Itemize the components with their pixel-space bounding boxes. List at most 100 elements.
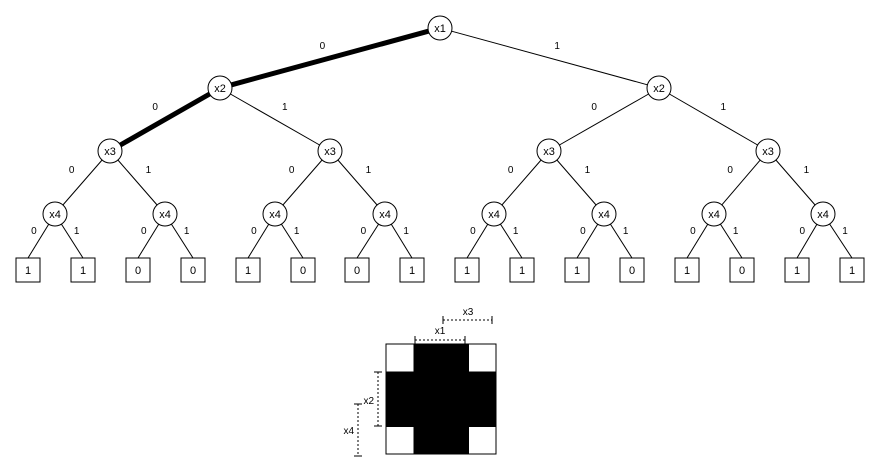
node-label: x4 xyxy=(488,209,500,221)
leaf-box xyxy=(70,257,96,283)
branch-label-0: 0 xyxy=(251,226,257,237)
leaf-edge xyxy=(686,223,709,259)
leaf-edge xyxy=(609,223,633,259)
leaf-value: 0 xyxy=(135,265,141,277)
tree-edge xyxy=(668,93,759,146)
branch-label-0: 0 xyxy=(361,226,367,237)
branch-label-1: 1 xyxy=(184,226,190,237)
leaf-box xyxy=(674,257,700,283)
tree-edge xyxy=(282,159,323,206)
leaf-value: 0 xyxy=(739,265,745,277)
node-label: x4 xyxy=(269,209,281,221)
variable-node-x4 xyxy=(262,201,288,227)
leaf-edge xyxy=(499,223,523,259)
branch-label-0: 0 xyxy=(727,165,733,176)
branch-label-0: 0 xyxy=(580,226,586,237)
node-label: x2 xyxy=(653,83,665,95)
map-cell-filled xyxy=(468,399,497,427)
variable-node-x4 xyxy=(42,201,68,227)
node-label: x4 xyxy=(598,209,610,221)
leaf-edge xyxy=(390,223,413,259)
map-cell-filled xyxy=(441,426,469,455)
branch-label-1: 1 xyxy=(282,102,288,113)
branch-label-0: 0 xyxy=(690,226,696,237)
variable-node-x3 xyxy=(536,138,562,164)
leaf-value: 1 xyxy=(245,265,251,277)
tree-edge xyxy=(117,159,158,206)
map-cell-filled xyxy=(413,344,442,372)
branch-label-0: 0 xyxy=(508,165,514,176)
leaf-edge xyxy=(576,223,599,259)
branch-label-0: 0 xyxy=(69,165,75,176)
leaf-value: 1 xyxy=(25,265,31,277)
branch-label-1: 1 xyxy=(294,226,300,237)
leaf-box xyxy=(235,257,261,283)
leaf-edge xyxy=(796,224,818,259)
tree-edge xyxy=(556,159,597,206)
node-label: x4 xyxy=(708,209,720,221)
leaf-box xyxy=(125,257,151,283)
branch-label-1: 1 xyxy=(554,41,560,52)
map-cell-filled xyxy=(441,344,469,372)
tree-edge xyxy=(775,159,816,206)
branch-label-1: 1 xyxy=(721,102,727,113)
leaf-box xyxy=(290,257,316,283)
variable-node-x4 xyxy=(152,201,178,227)
leaf-box xyxy=(839,257,865,283)
leaf-box xyxy=(180,257,206,283)
branch-label-0: 0 xyxy=(141,226,147,237)
leaf-value: 0 xyxy=(300,265,306,277)
x1-label: x1 xyxy=(435,326,446,337)
variable-node-x4 xyxy=(481,201,507,227)
variable-node-x1 xyxy=(427,15,453,41)
node-label: x3 xyxy=(762,146,774,158)
leaf-edge xyxy=(170,223,194,259)
branch-label-0: 0 xyxy=(591,102,597,113)
leaf-value: 1 xyxy=(409,265,415,277)
variable-node-x3 xyxy=(755,138,781,164)
leaf-edge xyxy=(719,223,743,259)
leaf-value: 1 xyxy=(80,265,86,277)
branch-label-1: 1 xyxy=(623,226,629,237)
variable-node-x3 xyxy=(317,138,343,164)
branch-label-0: 0 xyxy=(800,226,806,237)
leaf-value: 0 xyxy=(629,265,635,277)
leaf-value: 0 xyxy=(354,265,360,277)
branch-label-0: 0 xyxy=(31,226,37,237)
tree-edge xyxy=(229,93,321,146)
branch-label-0: 0 xyxy=(320,41,326,52)
map-cell-filled xyxy=(413,426,442,455)
leaf-value: 1 xyxy=(464,265,470,277)
branch-label-0: 0 xyxy=(289,165,295,176)
leaf-value: 1 xyxy=(519,265,525,277)
leaf-value: 1 xyxy=(794,265,800,277)
variable-node-x4 xyxy=(372,201,398,227)
tree-edge xyxy=(451,30,648,86)
leaf-edge xyxy=(60,223,84,259)
map-cell-filled xyxy=(413,371,442,400)
leaf-edge xyxy=(280,223,304,259)
tree-edge xyxy=(501,159,542,206)
tree-edge xyxy=(721,159,761,206)
highlighted-edge xyxy=(117,91,213,148)
leaf-box xyxy=(784,257,810,283)
leaf-edge xyxy=(356,223,380,259)
branch-label-1: 1 xyxy=(74,226,80,237)
node-label: x3 xyxy=(104,146,116,158)
x2-label: x2 xyxy=(363,396,374,407)
map-cell-filled xyxy=(468,371,497,400)
branch-label-1: 1 xyxy=(146,165,152,176)
tree-edges xyxy=(27,28,853,259)
tree-edge xyxy=(62,159,103,206)
map-cell-filled xyxy=(441,399,469,427)
highlighted-edge xyxy=(229,28,431,88)
node-label: x4 xyxy=(817,209,829,221)
node-label: x4 xyxy=(379,209,391,221)
node-label: x1 xyxy=(434,23,446,35)
branch-label-1: 1 xyxy=(513,226,519,237)
map-border xyxy=(385,343,497,455)
